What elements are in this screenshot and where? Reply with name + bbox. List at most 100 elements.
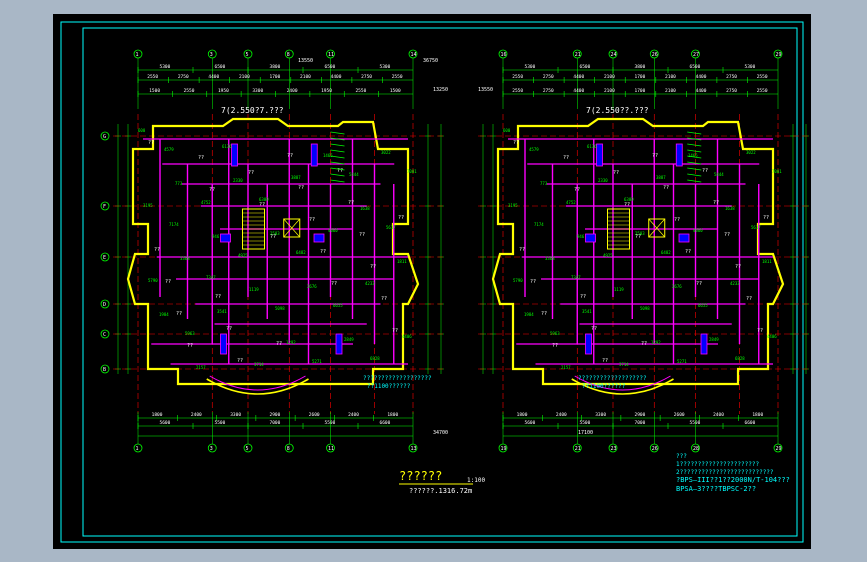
interior-dim-text: 5963: [550, 331, 560, 336]
dim-text-top: 1500: [149, 88, 160, 94]
room-label: ??: [552, 343, 558, 349]
axis-bubble-bottom: [284, 443, 294, 453]
axis-label-bottom: 8: [287, 446, 290, 452]
interior-dim-text: 5790: [148, 278, 158, 283]
hatch-line: [687, 149, 702, 153]
drawing-scale: 1:100: [467, 477, 485, 484]
axis-label-bottom: 26: [652, 446, 658, 452]
dim-text-top: 2100: [604, 88, 615, 94]
interior-dim-text: 2157: [196, 365, 206, 370]
dim-text-top: 4400: [208, 74, 219, 80]
notes-heading: ???: [676, 453, 687, 460]
interior-dim-text: 4060: [328, 228, 338, 233]
hatch-line: [687, 131, 702, 135]
axis-bubble-side: [100, 329, 110, 339]
hatch-line: [687, 167, 702, 171]
interior-dim-text: 4233: [365, 281, 375, 286]
dim-text-top: 2550: [512, 88, 523, 94]
dim-text-bottom: 5600: [525, 420, 536, 426]
elevator-cross: [283, 218, 301, 238]
axis-label-top: 27: [693, 52, 699, 58]
interior-dim-text: 3368: [180, 256, 190, 261]
interior-dim-text: 1292: [651, 340, 661, 345]
arc-label-2-left: ??1100??????: [367, 383, 411, 390]
axis-bubble-bottom: [133, 443, 143, 453]
shaft-block: [596, 143, 603, 167]
shaft-block: [585, 233, 596, 243]
dim-text-top: 2550: [147, 74, 158, 80]
interior-dim-text: 4060: [693, 228, 703, 233]
room-label: ??: [154, 247, 160, 253]
room-label: ??: [563, 155, 569, 161]
room-label: ??: [320, 249, 326, 255]
room-label: ??: [735, 264, 741, 270]
room-label: ??: [519, 247, 525, 253]
room-label: ??: [513, 140, 519, 146]
dim-text-top: 6500: [580, 64, 591, 70]
room-label: ??: [574, 187, 580, 193]
dim-text-bottom: 3300: [595, 412, 606, 418]
interior-dim-text: 600: [503, 128, 511, 133]
drawing-subtitle: ??????.1316.72m: [409, 487, 472, 495]
balcony-arc: [571, 378, 674, 395]
interior-dim-text: 3541: [217, 309, 227, 314]
interior-dim-text: 2157: [561, 365, 571, 370]
axis-bubble-bottom: [207, 443, 217, 453]
axis-label-bottom: 21: [575, 446, 581, 452]
room-label: ??: [198, 155, 204, 161]
total-top-2-left: 13250: [433, 87, 448, 93]
room-label: ??: [148, 140, 154, 146]
shaft-block: [220, 233, 231, 243]
interior-dim-text: 6655: [698, 303, 708, 308]
dim-text-top: 2400: [287, 88, 298, 94]
room-label: ??: [226, 326, 232, 332]
hatch-line: [330, 149, 345, 153]
dim-text-bottom: 7000: [270, 420, 281, 426]
sheet-outer-frame: [60, 21, 804, 543]
dim-text-top: 4400: [331, 74, 342, 80]
shaft-block: [313, 233, 325, 243]
room-label: ??: [237, 358, 243, 364]
interior-dim-text: 946: [212, 234, 220, 239]
shaft-block: [700, 333, 708, 355]
hatch-line: [687, 155, 702, 159]
axis-label-top: 11: [328, 52, 334, 58]
dim-text-top: 2750: [178, 74, 189, 80]
balcony-arc: [206, 378, 309, 395]
room-label: ??: [580, 294, 586, 300]
interior-dim-text: 2330: [598, 178, 608, 183]
room-label: ??: [248, 170, 254, 176]
interior-dim-text: 1984: [159, 312, 169, 317]
interior-dim-text: 2503: [270, 231, 280, 236]
hatch-line: [687, 179, 702, 183]
dim-text-bottom: 5500: [690, 420, 701, 426]
interior-dim-text: 4406: [767, 334, 777, 339]
interior-dim-text: 6655: [333, 303, 343, 308]
interior-dim-text: 4406: [402, 334, 412, 339]
room-label: ??: [215, 294, 221, 300]
interior-dim-text: 1119: [614, 287, 624, 292]
interior-dim-text: 1292: [286, 340, 296, 345]
dim-text-top: 3800: [270, 64, 281, 70]
dim-text-top: 1700: [635, 88, 646, 94]
interior-dim-text: 3714: [619, 362, 629, 367]
axis-label-bottom: 28: [693, 446, 699, 452]
overall-dimension: 36750: [423, 58, 438, 64]
room-label: ??: [337, 168, 343, 174]
axis-bubble-side: [100, 299, 110, 309]
room-label: ??: [746, 296, 752, 302]
room-label: ??: [270, 234, 276, 240]
interior-dim-text: 5098: [275, 306, 285, 311]
shaft-block: [675, 143, 683, 167]
room-label: ??: [702, 168, 708, 174]
dim-text-top: 2750: [726, 88, 737, 94]
room-label: ??: [309, 217, 315, 223]
interior-dim-text: 3195: [508, 203, 518, 208]
axis-label-bottom: 11: [328, 446, 334, 452]
level-label-left: 7(2.550?7.???: [221, 106, 284, 115]
interior-dim-text: 6482: [661, 250, 671, 255]
shaft-block: [231, 143, 238, 167]
interior-dim-text: 6136: [222, 144, 232, 149]
